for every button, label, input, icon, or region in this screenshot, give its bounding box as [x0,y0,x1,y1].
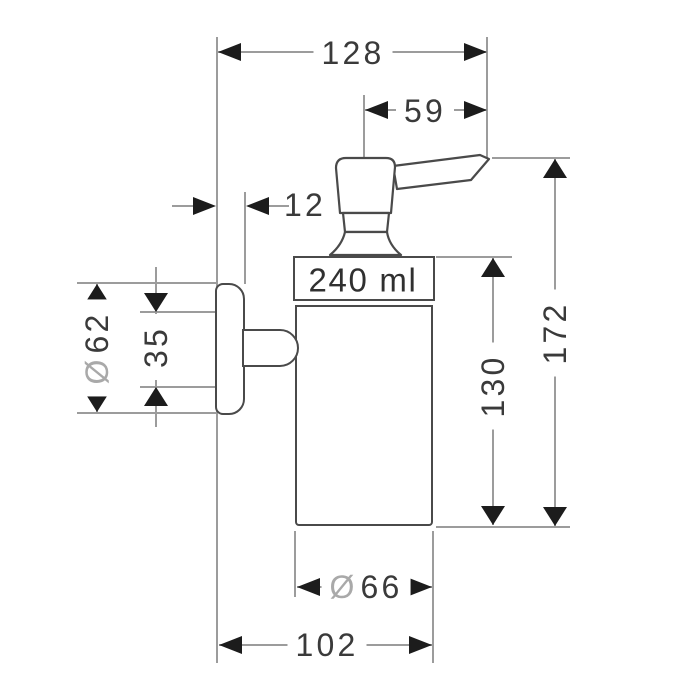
pump-head [334,156,397,215]
dim-overall-height-arrow-down-icon [543,507,567,526]
dim-wall-offset-arrow-left-icon [246,197,269,215]
dim-plate-span-arrow-up-icon [144,387,168,406]
dim-wall-offset-label: 12 [284,187,326,223]
plate-diameter-value: 62 [79,311,115,354]
dim-spout-projection-arrow-left-icon [365,101,388,119]
extension-line-plate-span-bottom [140,386,216,388]
dim-container-height-label: 130 [475,342,511,430]
extension-line-band-top [436,256,512,258]
dim-container-height-arrow-down-icon [481,506,505,525]
dim-plate-diameter-arrow-down-icon [85,393,109,412]
dimension-tail-wall-offset-right [268,205,289,207]
dim-overall-width-arrow-right-icon [464,43,487,61]
dim-overall-height-arrow-up-icon [543,159,567,178]
pump-neck-flare [328,230,403,257]
dim-spout-projection-label: 59 [396,93,454,129]
extension-line-bottle-left [294,531,296,597]
extension-line-plate-top [77,282,216,284]
spout-lever [391,153,491,191]
diameter-symbol: Ø [79,359,115,385]
holder-arm [242,329,299,367]
extension-line-bottle-right [432,531,434,663]
extension-line-plate-span-top [140,311,216,313]
extension-line-bottle-bottom [436,526,570,528]
extension-line-pump-center [363,95,365,159]
dim-overall-width-label: 128 [313,35,393,71]
extension-line-plate-bottom [77,412,216,414]
capacity-label: 240 ml [308,261,418,299]
dim-overall-depth-arrow-left-icon [219,636,242,654]
dim-overall-depth-label: 102 [287,627,367,663]
dim-plate-diameter-label: Ø 62 [79,299,115,397]
dim-overall-width-arrow-left-icon [218,43,241,61]
diameter-symbol: Ø [329,569,355,605]
dim-spout-projection-arrow-right-icon [464,101,487,119]
dim-container-height-arrow-up-icon [481,258,505,277]
dim-overall-height-label: 172 [537,289,573,377]
bottle-body [295,305,433,526]
pump-neck-ring [341,211,391,234]
dim-plate-diameter-arrow-up-icon [85,284,109,303]
dim-plate-span-label: 35 [138,314,174,380]
extension-line-spout-tip-horizontal [492,157,570,159]
pump-head-and-spout [328,153,491,257]
dim-container-diameter-arrow-right-icon [409,578,432,596]
container-diameter-value: 66 [360,569,403,605]
bottle-top-band [293,256,435,301]
extension-line-spout-tip-vertical [486,37,488,159]
extension-line-wall-offset [244,192,246,284]
dim-wall-offset-arrow-right-icon [193,197,216,215]
dim-container-diameter-arrow-left-icon [297,578,320,596]
dim-plate-span-arrow-down-icon [144,293,168,312]
dimension-tail-wall-offset-left [172,205,194,207]
wall-mount-plate [215,283,245,415]
dim-overall-depth-arrow-right-icon [409,636,432,654]
